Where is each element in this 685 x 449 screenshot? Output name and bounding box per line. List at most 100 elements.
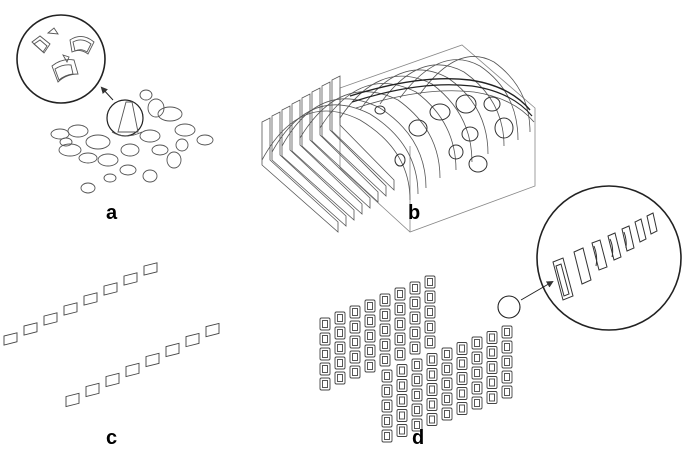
frame-cell <box>501 370 513 384</box>
frame-cell <box>364 344 376 358</box>
frame-cell-opening <box>367 317 373 325</box>
frame-cell-opening <box>399 426 405 435</box>
frame-cell-opening <box>459 359 465 368</box>
frame-cell <box>334 356 346 370</box>
frame-cell-opening <box>382 356 388 364</box>
frame-cell <box>456 372 468 385</box>
frame-cell <box>426 368 438 381</box>
frame-cell-opening <box>459 344 465 353</box>
frame-cell <box>486 346 498 359</box>
frame-cell-opening <box>367 362 373 370</box>
frame-cell <box>381 384 393 398</box>
frame-cell <box>471 381 483 395</box>
frame-cell <box>379 338 391 352</box>
frame-cell-opening <box>367 347 373 355</box>
frame-cell-opening <box>384 372 390 380</box>
frame-cell-opening <box>414 376 420 384</box>
frame-cell <box>424 305 436 319</box>
frame-cell-opening <box>427 338 433 346</box>
frame-cell <box>501 385 513 399</box>
frame-cell <box>319 347 331 361</box>
frame-cell <box>426 398 438 411</box>
frame-cell-opening <box>459 404 465 413</box>
frame-cell-opening <box>412 329 418 337</box>
frame-cell <box>456 357 468 370</box>
frame-cell-opening <box>427 293 433 301</box>
frame-cell-opening <box>504 343 510 351</box>
frame-cell-opening <box>414 391 420 399</box>
frame-cell <box>501 340 513 354</box>
frame-cell <box>364 359 376 373</box>
frame-cell-opening <box>352 353 358 361</box>
frame-cell <box>381 414 393 428</box>
frame-cell-opening <box>429 385 435 394</box>
frame-cell <box>334 341 346 355</box>
frame-cell-opening <box>397 290 403 298</box>
panel-d-lower-grid <box>381 325 513 443</box>
panel-b-vault-contours <box>261 56 535 201</box>
frame-cell <box>411 358 423 372</box>
frame-cell <box>394 302 406 316</box>
frame-cell <box>319 362 331 376</box>
frame-cell <box>424 290 436 304</box>
frame-cell <box>471 396 483 410</box>
panel-a-scattered-pieces <box>50 89 214 194</box>
frame-cell-opening <box>337 329 343 337</box>
frame-cell-opening <box>489 363 495 372</box>
frame-cell-opening <box>444 350 450 358</box>
frame-cell-opening <box>352 338 358 346</box>
frame-cell-opening <box>414 406 420 414</box>
frame-cell-opening <box>337 344 343 352</box>
frame-cell <box>441 347 453 361</box>
frame-cell <box>396 364 408 377</box>
frame-cell-opening <box>399 366 405 375</box>
frame-cell <box>456 342 468 355</box>
frame-cell <box>319 332 331 346</box>
panel-c-lower-row <box>65 322 220 408</box>
frame-cell-opening <box>367 332 373 340</box>
frame-cell <box>349 335 361 349</box>
frame-cell-opening <box>384 387 390 395</box>
frame-cell-opening <box>459 389 465 398</box>
frame-cell <box>394 332 406 346</box>
frame-cell-opening <box>412 344 418 352</box>
frame-cell <box>379 293 391 307</box>
frame-cell-opening <box>504 328 510 336</box>
frame-cell-opening <box>429 400 435 409</box>
frame-cell-opening <box>397 350 403 358</box>
frame-cell <box>424 275 436 289</box>
frame-cell <box>456 387 468 400</box>
frame-cell <box>411 388 423 402</box>
panel-label-a: a <box>106 202 118 224</box>
frame-cell-opening <box>399 396 405 405</box>
frame-cell-opening <box>397 335 403 343</box>
frame-cell <box>441 362 453 376</box>
frame-cell-opening <box>474 339 480 347</box>
frame-cell <box>379 308 391 322</box>
frame-cell <box>426 383 438 396</box>
panel-d-upper-grid <box>319 275 436 391</box>
frame-cell <box>379 323 391 337</box>
frame-cell-opening <box>427 308 433 316</box>
frame-cell-opening <box>489 333 495 342</box>
frame-cell-opening <box>337 359 343 367</box>
frame-cell <box>471 366 483 380</box>
frame-cell <box>411 373 423 387</box>
panel-d-zoom-arrow <box>520 280 554 301</box>
frame-cell-opening <box>427 278 433 286</box>
frame-cell-opening <box>322 365 328 373</box>
frame-cell-opening <box>322 335 328 343</box>
frame-cell <box>396 394 408 407</box>
frame-cell-opening <box>384 432 390 440</box>
panel-b-illustration <box>261 44 536 233</box>
panel-c-illustration <box>3 262 220 408</box>
frame-cell-opening <box>322 320 328 328</box>
panel-c-upper-row <box>3 262 158 346</box>
frame-cell <box>409 311 421 325</box>
frame-cell <box>411 403 423 417</box>
frame-cell-opening <box>444 410 450 418</box>
frame-cell-opening <box>384 417 390 425</box>
frame-cell-opening <box>367 302 373 310</box>
frame-cell <box>396 379 408 392</box>
